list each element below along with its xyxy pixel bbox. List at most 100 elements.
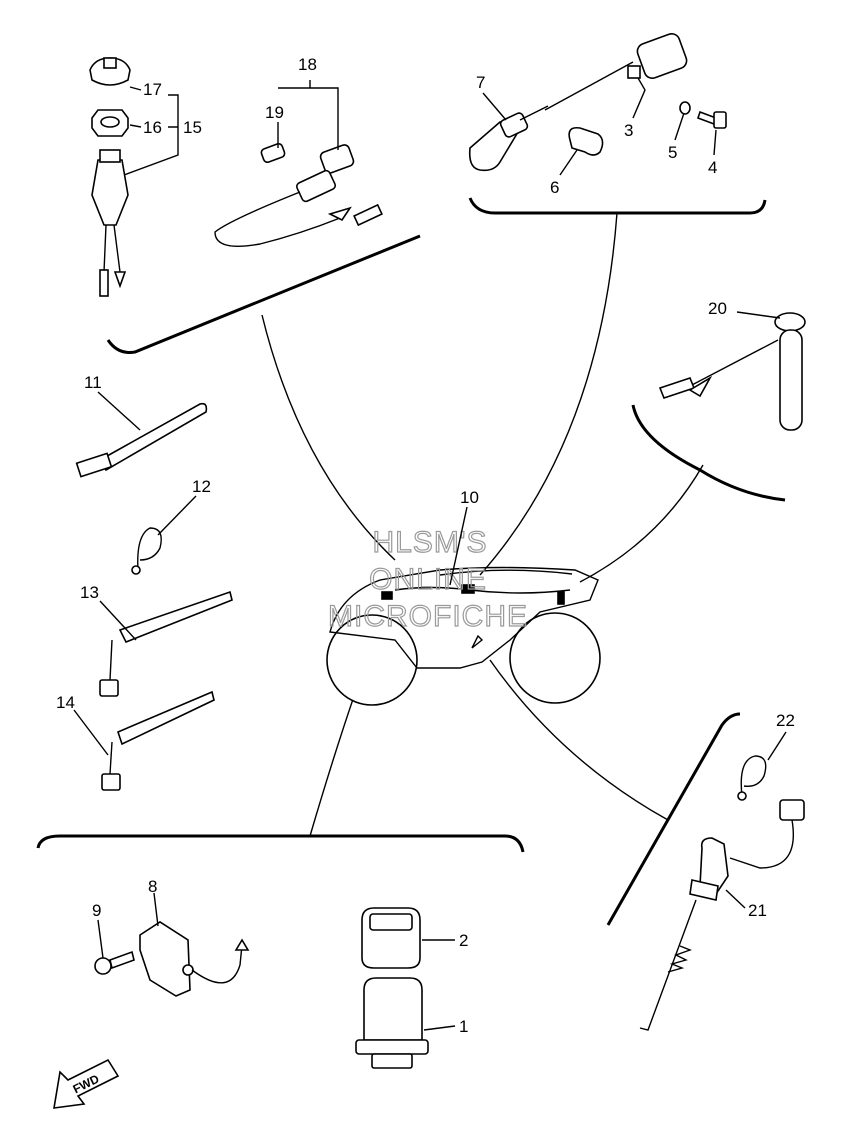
group-outlines (36, 197, 786, 926)
part-21-rod (639, 899, 697, 1031)
harness-connector-c (557, 591, 565, 605)
part-15-body (91, 159, 129, 226)
leader-6 (559, 149, 578, 176)
part-14-strap (117, 690, 215, 746)
leader-16 (129, 124, 142, 128)
part-1-base (355, 1039, 429, 1055)
outline-top-right (468, 197, 767, 215)
part-13-stem (109, 639, 113, 681)
part-20-arrow (688, 375, 713, 398)
part-8-bracket (139, 921, 250, 997)
leader-top-left (261, 314, 396, 561)
callout-19: 19 (265, 103, 284, 122)
part-8-body (139, 921, 191, 997)
part-15-terminal (99, 269, 109, 297)
callout-14: 14 (56, 693, 75, 712)
part-3-tab (627, 65, 641, 79)
callout-16: 16 (143, 118, 162, 137)
part-21-spring (667, 945, 692, 973)
leader-bottom-right (489, 659, 669, 821)
outline-bottom-right (606, 712, 741, 926)
part-11-tie (75, 402, 208, 478)
part-18-cap (319, 144, 355, 174)
leader-3 (632, 77, 646, 119)
leader-15 (123, 94, 179, 176)
part-21-body (699, 837, 729, 896)
leader-1 (423, 1025, 456, 1031)
part-16-nut-hole (100, 116, 120, 128)
part-3-cable (544, 61, 634, 111)
part-20-sensor (658, 312, 806, 431)
part-21-nut (689, 879, 719, 901)
leader-12 (157, 495, 197, 536)
atv-silhouette (326, 566, 601, 706)
part-7-cable (519, 105, 549, 121)
part-22-loop (740, 755, 767, 797)
leader-18 (278, 80, 339, 150)
leader-17 (129, 86, 142, 91)
callout-7: 7 (476, 73, 485, 92)
callout-11: 11 (84, 373, 102, 392)
callout-12: 12 (192, 477, 211, 496)
part-17-tab (103, 57, 117, 69)
atv-plug (471, 634, 484, 649)
leader-5 (674, 112, 685, 141)
fwd-arrow-badge: FWD (53, 1058, 120, 1109)
part-20-wire (689, 339, 779, 387)
part-9-shank (109, 950, 135, 970)
leader-13 (99, 600, 137, 641)
part-9-head (94, 957, 112, 975)
part-5-body (679, 101, 691, 115)
callout-8: 8 (148, 877, 157, 896)
callout-2: 2 (459, 931, 468, 950)
callout-9: 9 (92, 901, 101, 920)
part-21-wire (729, 819, 794, 869)
part-15-arrow (113, 271, 127, 289)
outline-right-middle (631, 404, 786, 502)
watermark-line-2: ONLINE (369, 563, 487, 596)
part-8-arrow (234, 938, 250, 951)
part-3-coupler (544, 33, 688, 111)
leader-top-right (479, 212, 618, 576)
rear-wheel (509, 612, 601, 704)
leader-14 (73, 709, 109, 756)
part-2-cover (361, 907, 421, 969)
part-15-top (99, 149, 121, 163)
callout-labels: 17 16 15 18 19 7 3 5 4 6 20 11 12 13 14 … (56, 55, 795, 1036)
part-19-clip (260, 142, 286, 164)
part-20-terminal (658, 377, 696, 399)
part-18-lead (214, 142, 383, 247)
callout-22: 22 (776, 711, 795, 730)
part-21-switch (639, 799, 805, 1031)
part-12-clip (131, 527, 162, 575)
leader-22 (767, 731, 787, 761)
leader-9 (97, 919, 104, 959)
part-7-boot (468, 105, 549, 172)
part-4-head (713, 111, 727, 129)
watermark: HLSM'S ONLINE MICROFICHE (327, 525, 527, 633)
part-20-top (774, 312, 806, 332)
part-22-end (737, 791, 747, 801)
outline-top-left (106, 234, 421, 354)
part-15-sensor (89, 57, 131, 297)
leader-11 (97, 391, 141, 431)
part-14-head (101, 773, 121, 791)
atv-body (329, 566, 599, 669)
callout-10: 10 (460, 488, 479, 507)
watermark-line-1: HLSM'S (372, 526, 487, 559)
part-1-relay (355, 977, 429, 1069)
callout-1: 1 (459, 1017, 468, 1036)
leader-20 (736, 311, 781, 319)
part-21-coupler (779, 799, 805, 821)
part-14-tie (101, 690, 215, 791)
part-17-cap (89, 57, 131, 86)
part-9-screw (94, 950, 135, 975)
part-18-arrow (327, 206, 352, 222)
part-18-cable (214, 191, 341, 247)
part-5-washer (679, 101, 691, 115)
callout-20: 20 (708, 299, 727, 318)
callout-leaders (73, 77, 787, 1031)
harness-connector-a (461, 584, 475, 594)
part-1-plug (371, 1053, 413, 1069)
